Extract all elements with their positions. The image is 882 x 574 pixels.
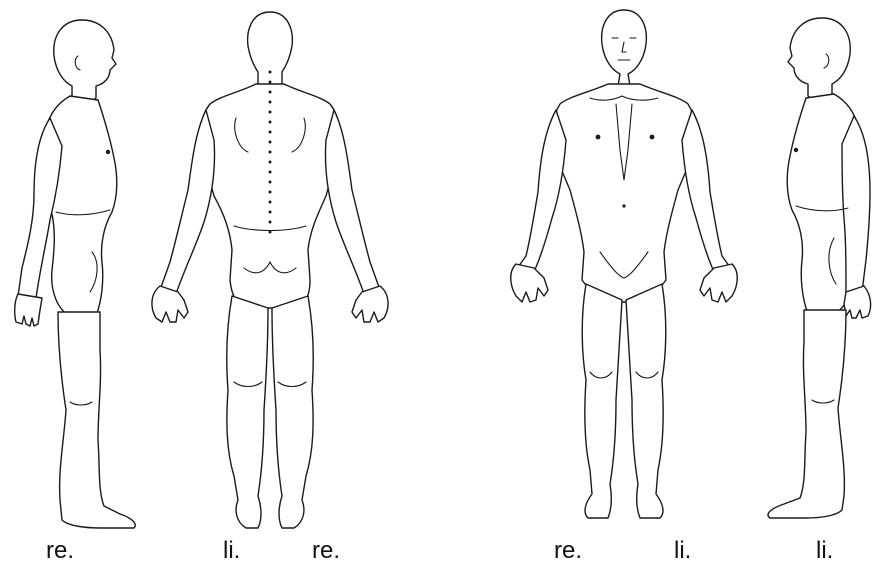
right-arm	[682, 110, 732, 276]
nipple	[106, 150, 110, 154]
right-hand	[700, 264, 737, 302]
head	[602, 10, 647, 86]
right-hand	[352, 286, 388, 322]
right-nipple	[650, 135, 655, 140]
right-leg	[272, 296, 313, 528]
hand	[844, 286, 871, 318]
head	[788, 18, 850, 101]
figure-anterior	[511, 10, 738, 518]
left-leg	[227, 296, 268, 528]
torso	[553, 84, 695, 302]
label-right-side: re.	[46, 537, 74, 565]
left-nipple	[596, 135, 601, 140]
label-left-side: li.	[816, 537, 833, 565]
arm	[842, 116, 870, 292]
left-hand	[152, 286, 188, 322]
label-right-back: re.	[312, 537, 340, 565]
left-arm	[516, 110, 566, 276]
label-left-front: li.	[674, 537, 691, 565]
leg	[768, 310, 846, 518]
navel	[622, 204, 625, 207]
figure-lateral-right	[15, 20, 136, 528]
left-leg	[582, 284, 622, 518]
figure-lateral-left	[768, 18, 871, 518]
label-right-front: re.	[554, 537, 582, 565]
nipple	[794, 148, 798, 152]
right-arm	[325, 110, 380, 294]
label-left-back: li.	[223, 537, 240, 565]
torso	[201, 84, 339, 308]
right-leg	[626, 284, 666, 518]
figure-posterior	[152, 12, 388, 528]
leg	[58, 312, 135, 528]
left-hand	[511, 264, 548, 302]
head	[248, 12, 293, 86]
left-arm	[160, 110, 215, 294]
head	[54, 20, 116, 103]
hand	[15, 294, 42, 326]
